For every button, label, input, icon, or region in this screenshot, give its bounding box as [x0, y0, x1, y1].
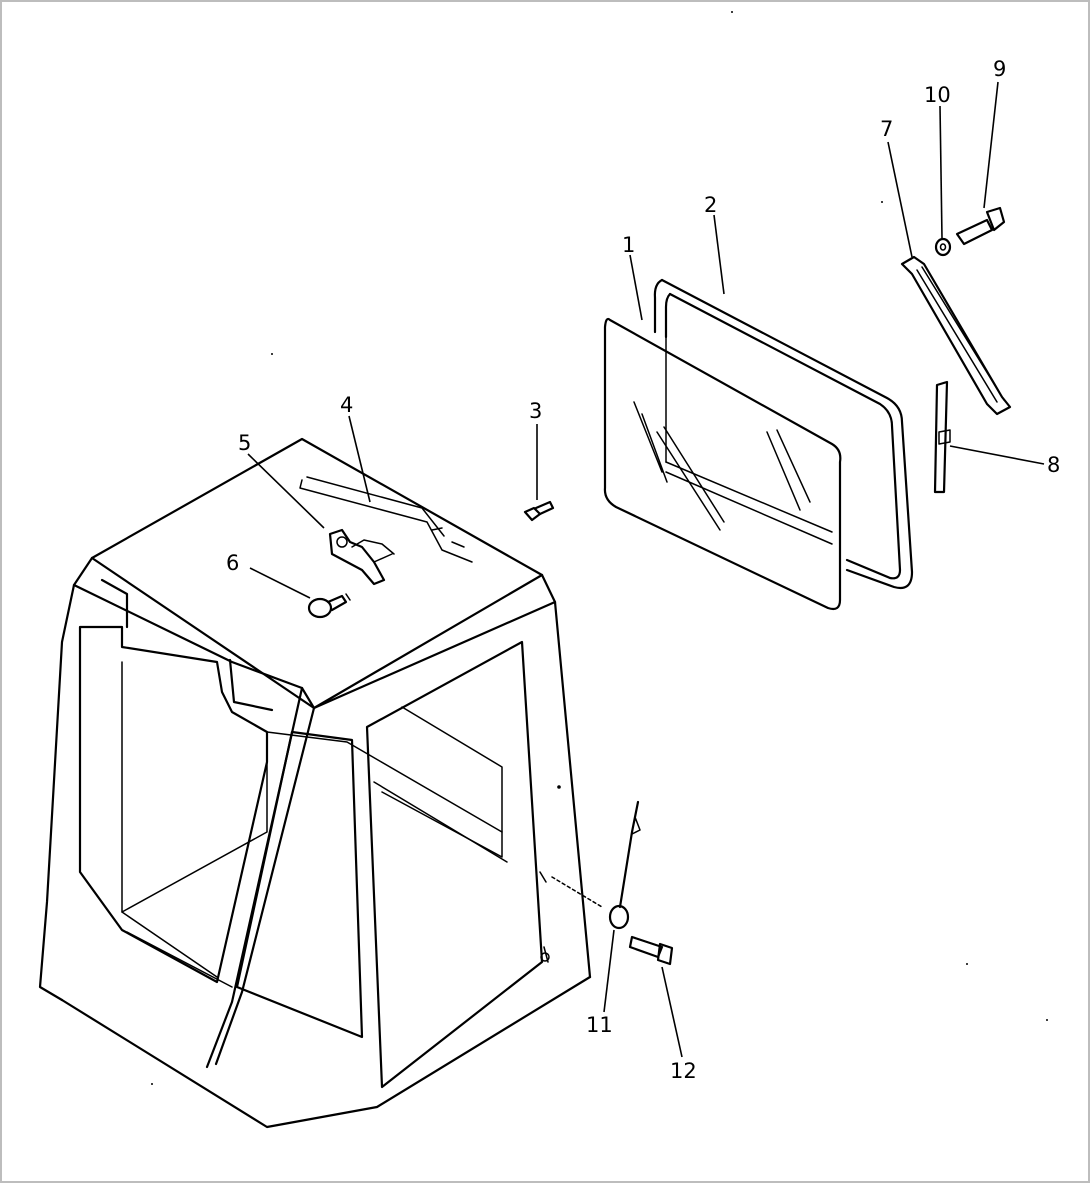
callout-3: 3 [529, 399, 542, 423]
cab-body [38, 437, 592, 1129]
callout-4: 4 [340, 393, 353, 417]
bolt-3 [523, 500, 555, 522]
leader-lines [247, 81, 1045, 1058]
switch-5 [328, 528, 395, 586]
callout-2: 2 [704, 193, 717, 217]
washer-10 [934, 237, 952, 257]
callout-6: 6 [226, 551, 239, 575]
glass-1 [603, 317, 842, 611]
callout-11: 11 [586, 1013, 613, 1037]
callout-12: 12 [670, 1059, 697, 1083]
bolt-12 [628, 935, 674, 966]
callout-labels: 1 2 3 4 5 6 7 8 9 10 11 12 [226, 57, 1060, 1083]
callout-10: 10 [924, 83, 951, 107]
bolt-6 [307, 593, 351, 619]
scan-specks [151, 11, 1048, 1085]
callout-7: 7 [880, 117, 893, 141]
catch-rod-11 [551, 800, 641, 930]
weatherstrip-2 [653, 278, 914, 590]
callout-8: 8 [1047, 453, 1060, 477]
wiper-arm-7 [900, 255, 1012, 416]
callout-1: 1 [622, 233, 635, 257]
wiper-blade-8 [933, 380, 951, 494]
bolt-9 [955, 206, 1006, 246]
callout-9: 9 [993, 57, 1006, 81]
callout-5: 5 [238, 431, 251, 455]
harness-4 [299, 476, 473, 563]
